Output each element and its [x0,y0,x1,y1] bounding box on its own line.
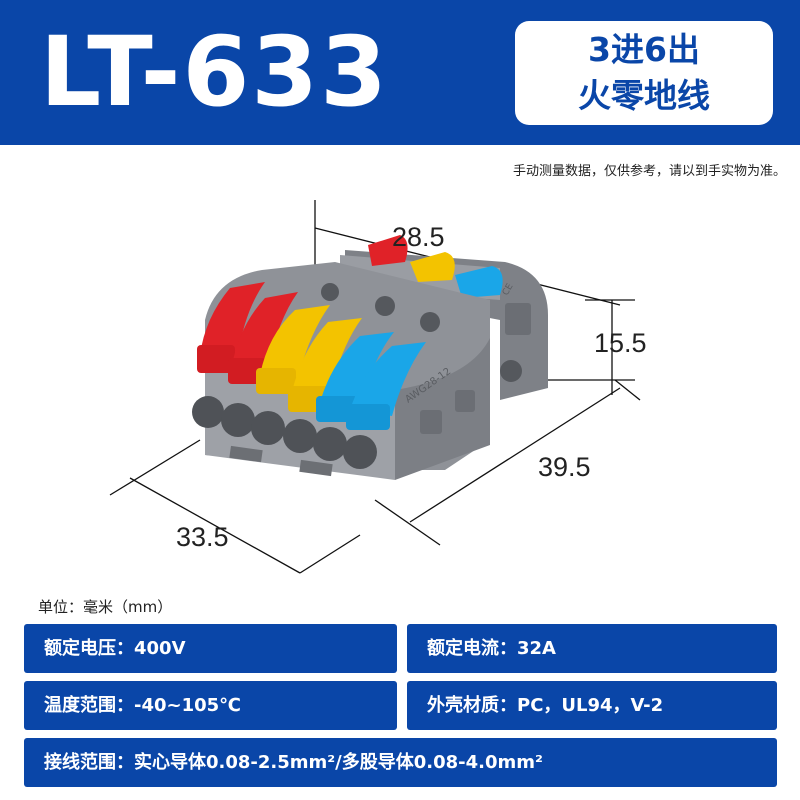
input-lever-blue [455,266,503,298]
output-lever-yellow-1 [260,305,330,378]
model-title: LT-633 [40,16,389,128]
output-block: AWG28-12 [192,262,490,480]
dim-top-width: 28.5 [392,222,445,252]
spec-voltage: 额定电压：400V [24,624,397,673]
spec-material: 外壳材质：PC，UL94，V-2 [407,681,777,730]
output-lever-yellow-2 [292,318,362,396]
output-lever-red-1 [200,282,265,355]
measurement-note: 手动测量数据，仅供参考，请以到手实物为准。 [512,164,786,179]
tag-line-ports: 3进6出 [588,30,700,69]
output-holes [192,396,377,469]
output-lever-blue-2 [350,342,426,416]
header-banner: LT-633 3进6出 火零地线 [0,0,800,145]
spec-tag-box: 3进6出 火零地线 [515,21,773,125]
dim-depth: 39.5 [538,452,591,482]
tag-line-wires: 火零地线 [578,76,710,115]
input-lever-red [368,235,408,266]
dim-height: 15.5 [594,328,647,358]
dimension-lines [109,200,641,574]
spec-current: 额定电流：32A [407,624,777,673]
connector-illustration: CE AWG28-12 [109,200,641,574]
spec-wiring-range: 接线范围：实心导体0.08-2.5mm²/多股导体0.08-4.0mm² [24,738,777,787]
input-lever-yellow [410,252,455,282]
spec-temperature: 温度范围：-40~105℃ [24,681,397,730]
dim-front-width: 33.5 [176,522,229,552]
unit-label: 单位：毫米（mm） [38,598,173,616]
output-lever-red-2 [232,292,298,368]
output-lever-blue-1 [320,332,394,408]
